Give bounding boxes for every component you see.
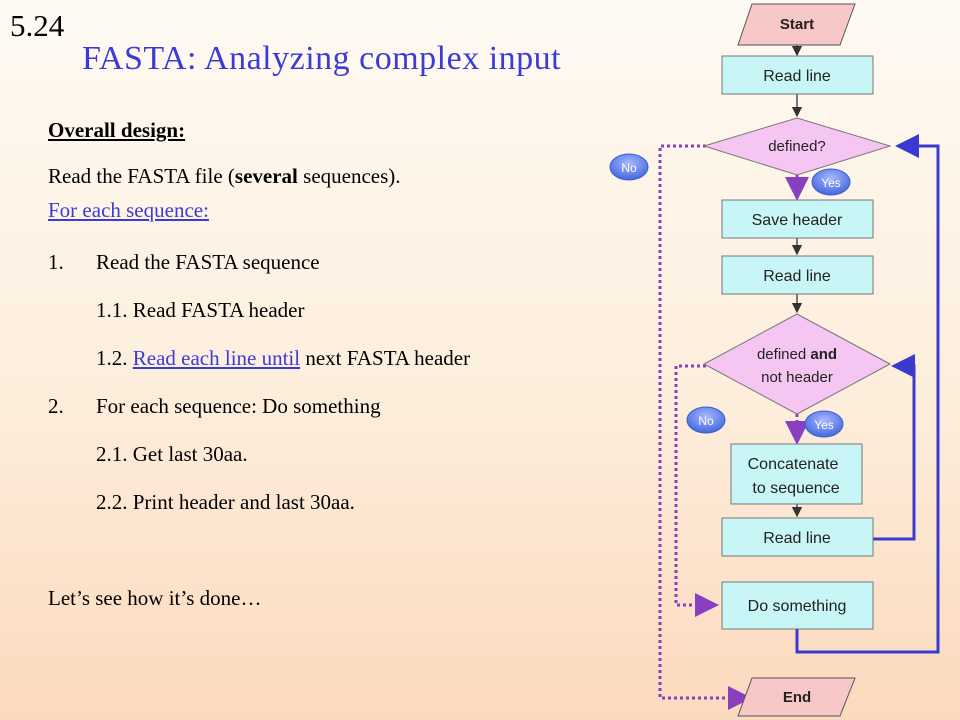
read-line-label-2: Read line [763,268,831,285]
yes-pill-1: Yes [811,168,851,196]
loop-paths [795,134,940,654]
save-header-label: Save header [752,212,843,229]
no-pill-1: No [609,153,649,181]
intro-bold: several [234,164,298,188]
concatenate-box: Concatenate to sequence [730,443,863,505]
step1-text: Read the FASTA sequence [96,250,320,274]
read-line-box-1: Read line [721,55,874,95]
start-label: Start [780,16,814,33]
yes-label-1: Yes [821,176,841,190]
yes-label-2: Yes [814,418,834,432]
defined-not-header-decision: defined and not header [702,313,892,415]
end-terminal: End [737,677,856,717]
no-label-2: No [698,414,714,428]
start-terminal: Start [737,3,856,46]
slide-number: 5.24 [10,8,65,43]
defined-label: defined? [768,138,826,155]
no-pill-2: No [686,406,726,434]
intro-line: Read the FASTA file (several sequences). [48,164,401,189]
intro-post: sequences). [297,164,401,188]
step1-number: 1. [48,250,64,274]
no-yes-paths [658,144,809,710]
defined-and-line2: not header [761,369,833,386]
concatenate-label-1: Concatenate [748,456,839,473]
read-each-line-link[interactable]: Read each line until [132,346,301,370]
concatenate-label-2: to sequence [752,480,839,497]
read-line-box-2: Read line [721,255,874,295]
section-heading: Overall design: [48,118,186,142]
step2-text: For each sequence: Do something [96,394,381,418]
defined-decision: defined? [702,117,892,176]
read-line-label-3: Read line [763,530,831,547]
do-something-label: Do something [748,598,847,615]
read-line-label-1: Read line [763,68,831,85]
save-header-box: Save header [721,199,874,239]
do-something-box: Do something [721,581,874,630]
defined-and-pre: defined [757,346,810,363]
step2-1-text: 2.1. Get last 30aa. [96,442,248,466]
step1-2-line: 1.2. Read each line until next FASTA hea… [96,346,470,371]
slide-title: FASTA: Analyzing complex input [82,40,562,77]
step2-2-text: 2.2. Print header and last 30aa. [96,490,355,514]
yes-pill-2: Yes [804,410,844,438]
closing-line: Let’s see how it’s done… [48,586,262,610]
end-label: End [783,689,811,706]
no-label-1: No [621,161,637,175]
defined-and-bold: and [810,346,837,363]
step1-2-post: next FASTA header [300,346,471,370]
step1-2-pre: 1.2. [96,346,133,370]
defined-and-line1: defined and [757,346,837,363]
step1-1-text: 1.1. Read FASTA header [96,298,305,322]
for-each-link[interactable]: For each sequence: [48,198,209,222]
intro-pre: Read the FASTA file ( [48,164,235,188]
read-line-box-3: Read line [721,517,874,557]
step2-number: 2. [48,394,64,418]
